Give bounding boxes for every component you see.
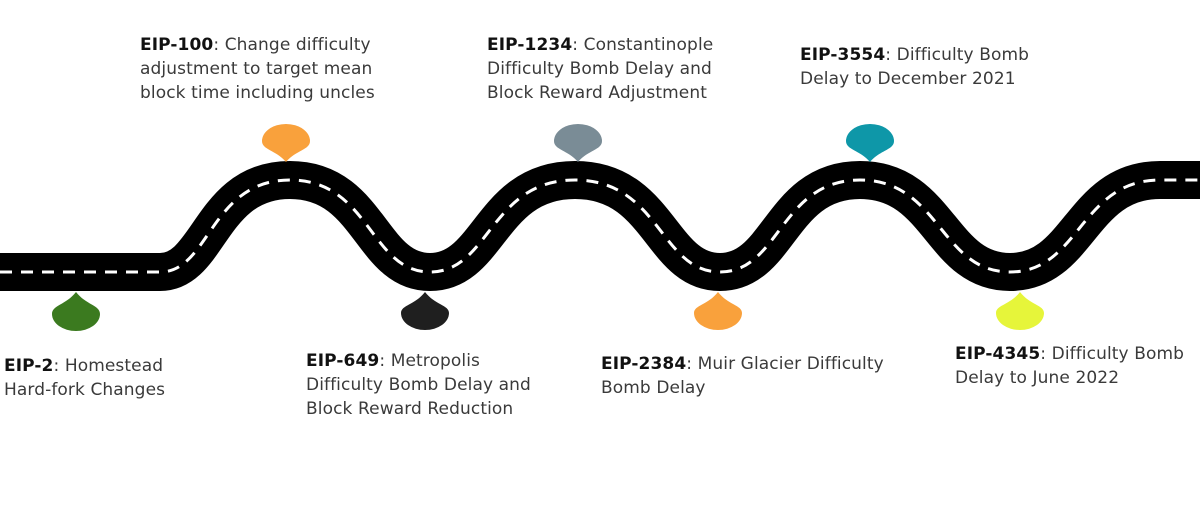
milestone-description: Difficulty Bomb Delay to December 2021: [800, 45, 1030, 89]
milestone-description: Change difficulty adjustment to target m…: [140, 35, 375, 103]
milestone-code: EIP-4345: [955, 344, 1041, 364]
milestone-pin-eip-2: [52, 292, 100, 331]
milestone-label-eip-1234: EIP-1234: Constantinople Difficulty Bomb…: [487, 33, 737, 105]
milestone-separator: :: [379, 351, 391, 371]
milestone-separator: :: [213, 35, 225, 55]
milestone-separator: :: [53, 356, 65, 376]
milestone-pin-eip-2384: [694, 292, 742, 330]
milestone-separator: :: [885, 45, 897, 65]
milestone-code: EIP-3554: [800, 45, 886, 65]
milestone-label-eip-4345: EIP-4345: Difficulty Bomb Delay to June …: [955, 342, 1195, 390]
milestone-pin-eip-4345: [996, 292, 1044, 330]
milestone-description: Metropolis Difficulty Bomb Delay and Blo…: [306, 351, 531, 419]
milestone-label-eip-3554: EIP-3554: Difficulty Bomb Delay to Decem…: [800, 43, 1040, 91]
milestone-separator: :: [1040, 344, 1052, 364]
milestone-description: Difficulty Bomb Delay to June 2022: [955, 344, 1185, 388]
milestone-label-eip-2: EIP-2: Homestead Hard-fork Changes: [4, 354, 194, 402]
road-asphalt: [0, 160, 1200, 292]
milestone-label-eip-2384: EIP-2384: Muir Glacier Difficulty Bomb D…: [601, 352, 901, 400]
milestone-pin-eip-1234: [554, 124, 602, 162]
milestone-pin-eip-100: [262, 124, 310, 162]
milestone-code: EIP-1234: [487, 35, 573, 55]
milestone-separator: :: [572, 35, 584, 55]
milestone-label-eip-649: EIP-649: Metropolis Difficulty Bomb Dela…: [306, 349, 556, 421]
milestone-separator: :: [686, 354, 698, 374]
milestone-label-eip-100: EIP-100: Change difficulty adjustment to…: [140, 33, 400, 105]
milestone-code: EIP-2: [4, 356, 54, 376]
milestone-pin-eip-3554: [846, 124, 894, 162]
milestone-pin-eip-649: [401, 292, 449, 330]
milestone-description: Muir Glacier Difficulty Bomb Delay: [601, 354, 884, 398]
road-center-dashes: [0, 178, 1200, 274]
milestone-description: Homestead Hard-fork Changes: [4, 356, 166, 400]
milestone-description: Constantinople Difficulty Bomb Delay and…: [487, 35, 714, 103]
milestone-code: EIP-100: [140, 35, 214, 55]
milestone-code: EIP-649: [306, 351, 380, 371]
milestone-code: EIP-2384: [601, 354, 687, 374]
